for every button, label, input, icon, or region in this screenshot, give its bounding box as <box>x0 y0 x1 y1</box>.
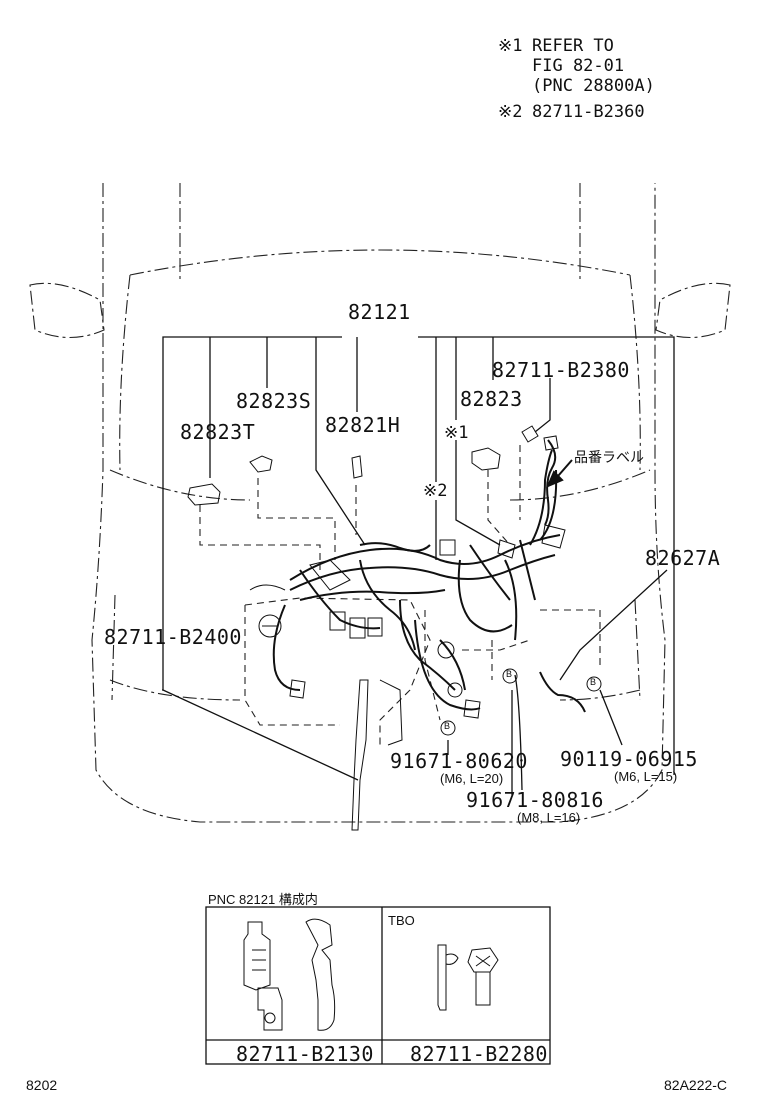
label-arrow <box>546 459 573 488</box>
note-1-line-3: (PNC 28800A) <box>532 76 655 96</box>
note-1: ※1 <box>498 36 522 56</box>
callout-82823S[interactable]: 82823S <box>236 389 312 413</box>
note-1-line-1: REFER TO <box>532 36 614 56</box>
bolt-91671-80620[interactable]: 91671-80620 <box>390 749 528 773</box>
label-jp: 品番ラベル <box>574 449 644 465</box>
inset-part-82711-B2280[interactable]: 82711-B2280 <box>410 1042 548 1066</box>
callout-82823[interactable]: 82823 <box>460 387 523 411</box>
bolt-91671-80816-spec: (M8, L=16) <box>517 810 581 825</box>
inset-tbo: TBO <box>388 913 415 928</box>
bracket <box>351 679 369 831</box>
bolt-mark-2: B <box>506 669 513 679</box>
bolt-mark-3: B <box>590 677 597 687</box>
callout-frame-82121 <box>162 336 675 781</box>
footer-fig: 82A222-C <box>664 1077 728 1093</box>
engine-block <box>244 584 431 746</box>
bolt-90119-06915-spec: (M6, L=15) <box>614 769 678 784</box>
callout-82627A[interactable]: 82627A <box>645 546 721 570</box>
bolt-circles <box>440 668 602 736</box>
bolt-mark-1: B <box>444 721 451 731</box>
footer-page: 8202 <box>26 1077 58 1093</box>
ref-mark-2: ※2 <box>423 481 448 501</box>
inset-title: PNC 82121 構成内 <box>208 892 318 907</box>
inset-part-82711-B2130[interactable]: 82711-B2130 <box>236 1042 374 1066</box>
ref-mark-1: ※1 <box>444 423 469 443</box>
note-2-mark: ※2 <box>498 102 523 122</box>
bolt-90119-06915[interactable]: 90119-06915 <box>560 747 698 771</box>
callout-82711-B2400[interactable]: 82711-B2400 <box>104 625 242 649</box>
note-2-line-1: 82711-B2360 <box>532 102 645 122</box>
callout-82821H[interactable]: 82821H <box>325 413 401 437</box>
inset-box <box>205 906 551 1065</box>
bolt-91671-80620-spec: (M6, L=20) <box>440 771 504 786</box>
bolt-91671-80816[interactable]: 91671-80816 <box>466 788 604 812</box>
wire-harness <box>272 449 586 719</box>
vehicle-outline <box>29 183 731 823</box>
callout-82121[interactable]: 82121 <box>348 300 411 324</box>
position-dashes <box>199 445 601 721</box>
bolt-leaders <box>447 674 623 795</box>
note-1-line-2: FIG 82-01 <box>532 56 625 76</box>
note-1-mark: ※1 <box>498 36 523 56</box>
connector-parts <box>187 425 559 526</box>
callout-82711-B2380[interactable]: 82711-B2380 <box>492 358 630 382</box>
callout-82823T[interactable]: 82823T <box>180 420 256 444</box>
